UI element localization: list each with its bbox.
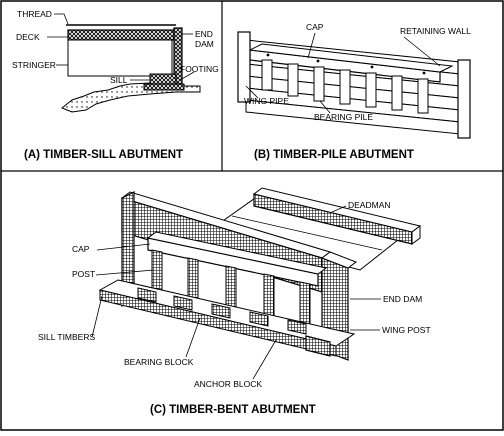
- label-cap: CAP: [306, 22, 324, 32]
- label-footing: FOOTING: [180, 64, 219, 74]
- wing-pile-left: [237, 31, 251, 103]
- label-cap-c: CAP: [72, 244, 90, 254]
- label-end-dam: END DAM: [195, 29, 215, 49]
- label-wing-post: WING POST: [382, 325, 431, 335]
- label-bearing-block: BEARING BLOCK: [124, 357, 194, 367]
- label-thread: THREAD: [17, 9, 52, 19]
- label-sill: SILL: [110, 75, 128, 85]
- label-retaining-wall: RETAINING WALL: [400, 26, 471, 36]
- label-stringer: STRINGER: [12, 60, 56, 70]
- caption-panel-c: (C) TIMBER-BENT ABUTMENT: [150, 404, 316, 416]
- caption-panel-a: (A) TIMBER-SILL ABUTMENT: [24, 149, 183, 161]
- label-post: POST: [72, 269, 95, 279]
- label-deadman: DEADMAN: [348, 200, 391, 210]
- wing-pile-right: [457, 59, 471, 139]
- sill-block: [149, 73, 177, 85]
- label-deck: DECK: [16, 32, 40, 42]
- label-end-dam-c: END DAM: [383, 294, 422, 304]
- label-wing-pipe: WING PIPE: [244, 96, 289, 106]
- bent-posts: [151, 249, 311, 331]
- anchor-block: [305, 335, 331, 357]
- caption-panel-b: (B) TIMBER-PILE ABUTMENT: [254, 149, 414, 161]
- panel-c-timber-bent: DEADMAN CAP POST END DAM SILL TIMBERS WI…: [38, 187, 431, 416]
- label-anchor-block: ANCHOR BLOCK: [194, 379, 262, 389]
- bearing-blocks: [137, 287, 307, 335]
- deck-beam: [67, 29, 175, 41]
- label-sill-timbers: SILL TIMBERS: [38, 332, 95, 342]
- label-bearing-pile: BEARING PILE: [314, 112, 373, 122]
- sill-timbers: [99, 289, 337, 357]
- panel-a-timber-sill: THREAD DECK STRINGER SILL END DAM FOOTIN…: [12, 9, 219, 161]
- bearing-piles: [261, 59, 429, 114]
- stringer: [67, 39, 173, 77]
- panel-b-timber-pile: CAP RETAINING WALL WING PIPE BEARING PIL…: [237, 22, 471, 161]
- footing-block: [143, 83, 185, 91]
